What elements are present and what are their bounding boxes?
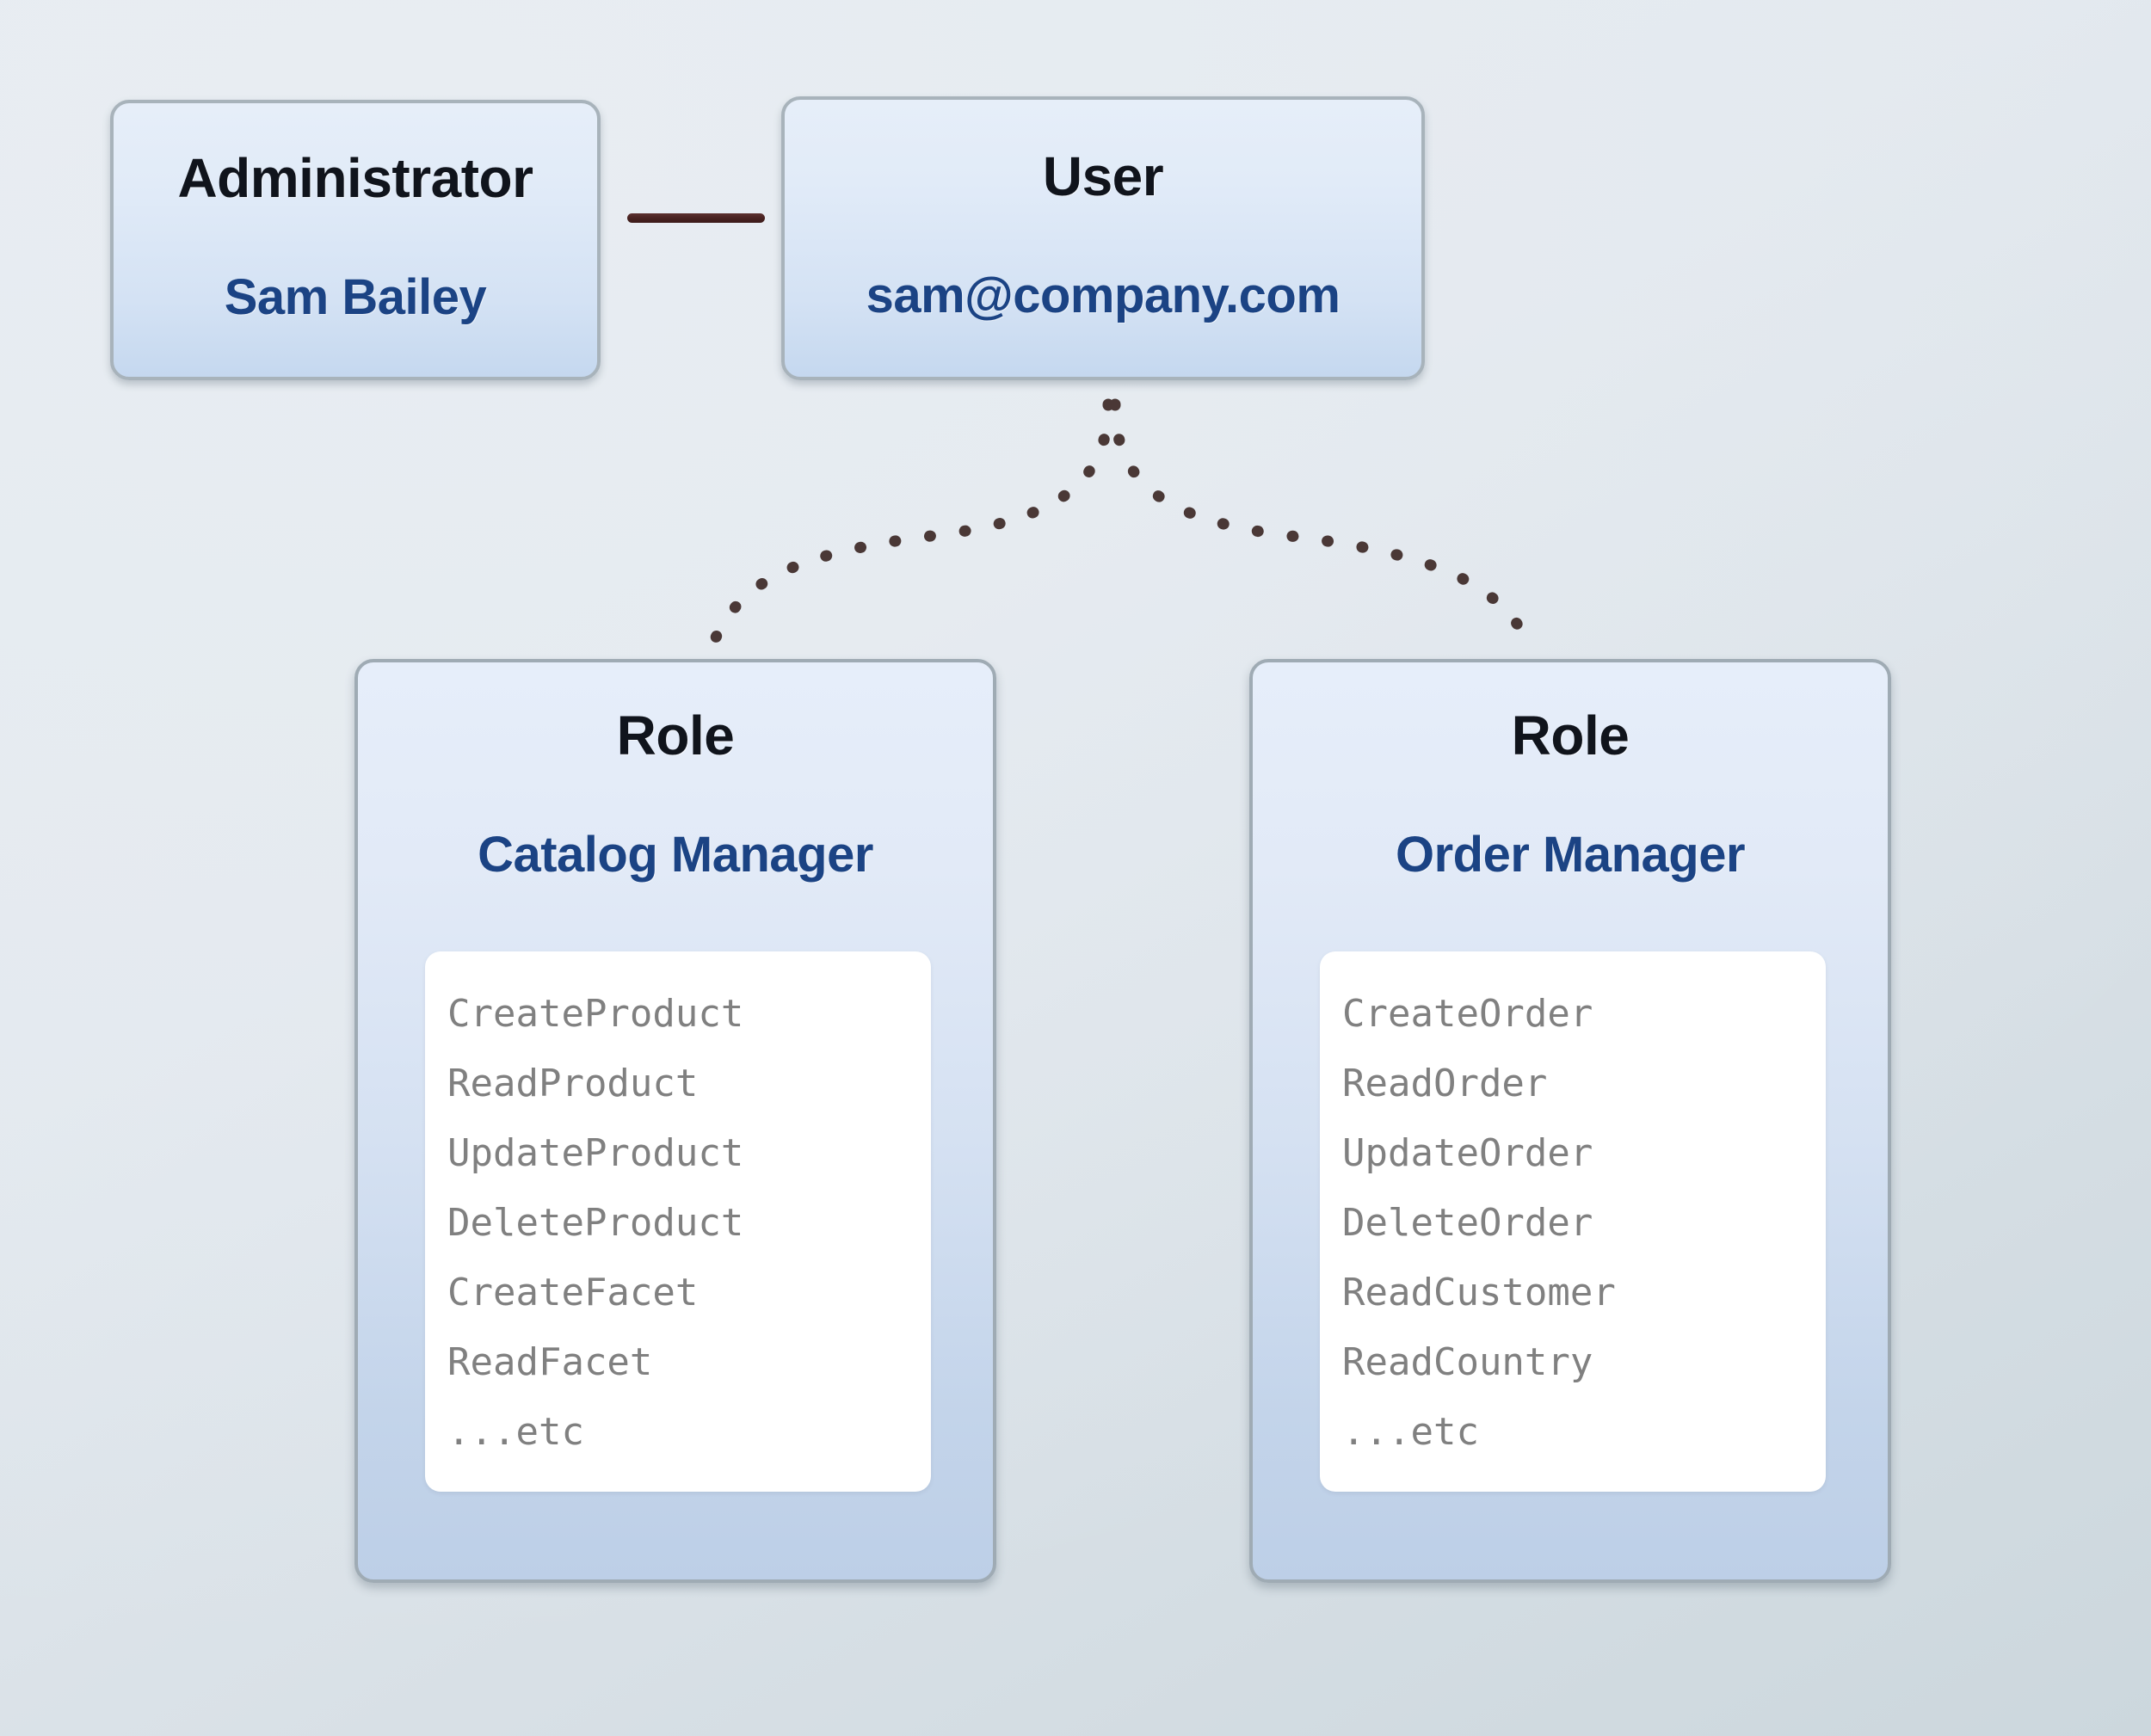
- permission-item: ReadCustomer: [1342, 1271, 1616, 1314]
- permission-item: DeleteProduct: [447, 1201, 744, 1245]
- permission-item: CreateProduct: [447, 992, 744, 1036]
- permission-item: CreateFacet: [447, 1271, 699, 1314]
- role-order-name: Order Manager: [1395, 827, 1746, 883]
- edge-user-to-catalog-manager: [706, 398, 1114, 651]
- permission-item: ReadCountry: [1342, 1340, 1593, 1384]
- permission-item: ReadProduct: [447, 1062, 699, 1105]
- node-role-catalog-manager[interactable]: Role Catalog Manager CreateProduct ReadP…: [354, 659, 996, 1583]
- role-order-type-label: Role: [1511, 705, 1630, 766]
- user-type-label: User: [1042, 145, 1164, 207]
- permission-list-order: CreateOrder ReadOrder UpdateOrder Delete…: [1342, 979, 1803, 1467]
- node-user[interactable]: User sam@company.com: [781, 96, 1425, 380]
- permission-item: ReadOrder: [1342, 1062, 1548, 1105]
- permission-list-catalog: CreateProduct ReadProduct UpdateProduct …: [447, 979, 909, 1467]
- administrator-name: Sam Bailey: [224, 269, 487, 325]
- permission-item: UpdateProduct: [447, 1131, 744, 1175]
- edge-administrator-to-user: [627, 213, 765, 223]
- edge-user-to-order-manager: [1109, 398, 1536, 651]
- permission-item: ...etc: [447, 1410, 584, 1454]
- administrator-type-label: Administrator: [177, 147, 533, 209]
- permission-item: ...etc: [1342, 1410, 1479, 1454]
- permission-item: UpdateOrder: [1342, 1131, 1593, 1175]
- permission-item: DeleteOrder: [1342, 1201, 1593, 1245]
- permission-item: CreateOrder: [1342, 992, 1593, 1036]
- permission-panel-catalog: CreateProduct ReadProduct UpdateProduct …: [425, 951, 931, 1492]
- permission-item: ReadFacet: [447, 1340, 653, 1384]
- role-catalog-name: Catalog Manager: [478, 827, 873, 883]
- permission-panel-order: CreateOrder ReadOrder UpdateOrder Delete…: [1320, 951, 1826, 1492]
- user-email: sam@company.com: [866, 268, 1341, 323]
- role-catalog-type-label: Role: [616, 705, 735, 766]
- node-administrator[interactable]: Administrator Sam Bailey: [110, 100, 601, 380]
- node-role-order-manager[interactable]: Role Order Manager CreateOrder ReadOrder…: [1249, 659, 1891, 1583]
